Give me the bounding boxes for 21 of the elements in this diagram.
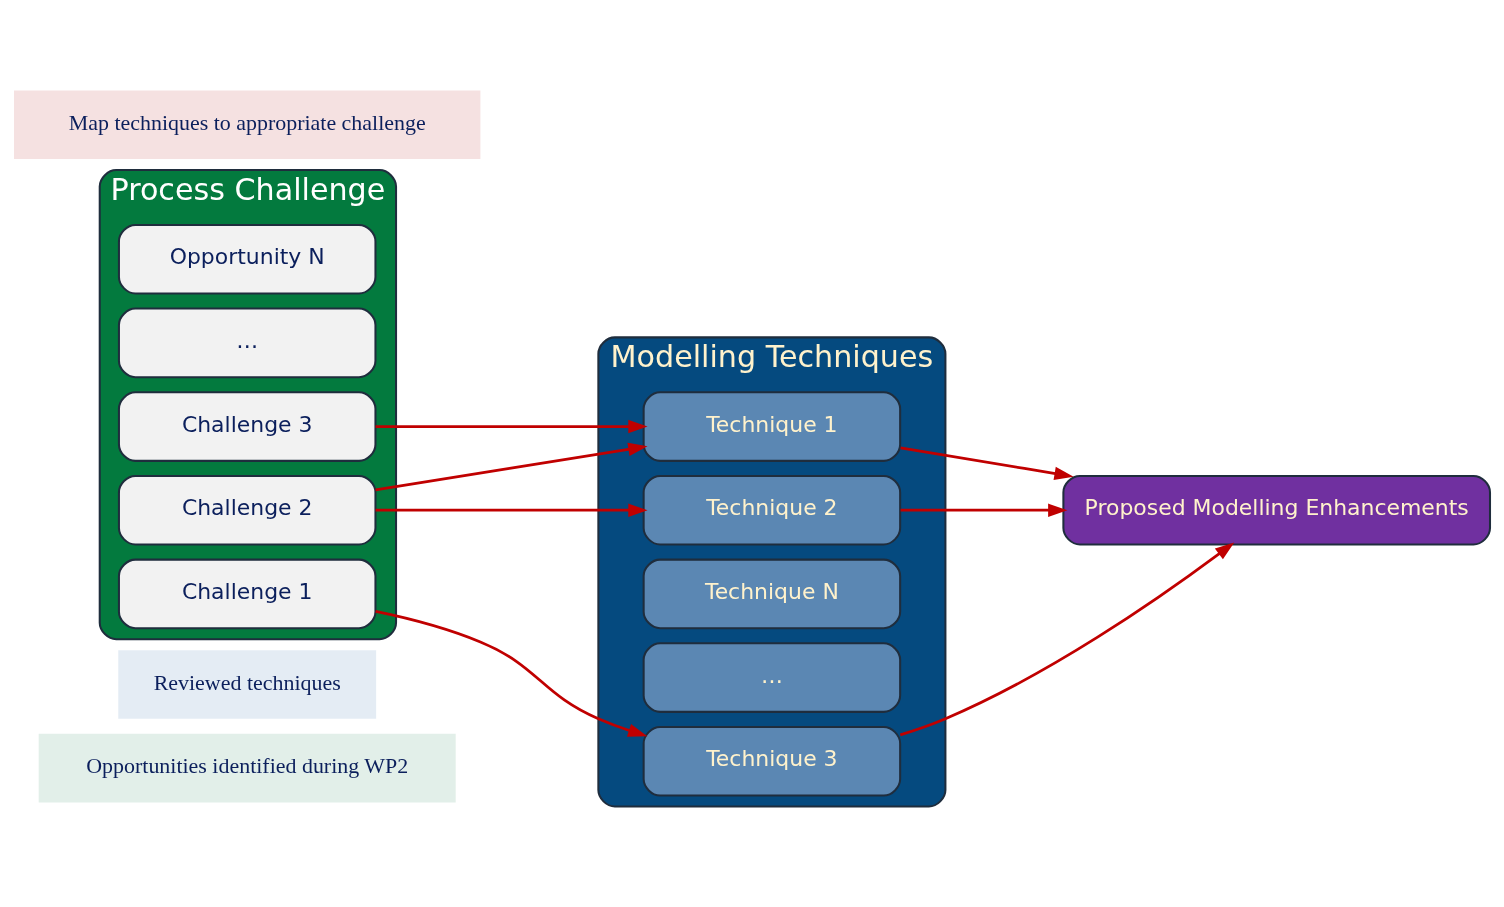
arrow [375, 442, 648, 491]
node-box: Reviewed techniques [118, 649, 377, 719]
arrow [899, 541, 1235, 736]
node-box: Opportunities identified during WP2 [38, 733, 456, 802]
arrow [900, 503, 1068, 517]
node-box: Technique 2 [642, 474, 902, 546]
node-box: Challenge 1 [117, 558, 377, 629]
node-box: Proposed Modelling Enhancements [1062, 474, 1492, 546]
arrow [375, 419, 648, 433]
node-box: … [117, 307, 377, 378]
node-box: … [642, 641, 902, 713]
node-box: Challenge 3 [117, 390, 377, 462]
node-box: Challenge 2 [117, 474, 377, 546]
node-box: Technique 3 [642, 725, 902, 797]
node-box: Technique 1 [642, 390, 902, 462]
arrow [375, 503, 648, 517]
node-box: Opportunity N [117, 223, 377, 295]
node-box: Technique N [642, 558, 902, 629]
node-box: Map techniques to appropriate challenge [14, 90, 481, 159]
arrow [375, 609, 648, 737]
arrow [900, 445, 1074, 480]
